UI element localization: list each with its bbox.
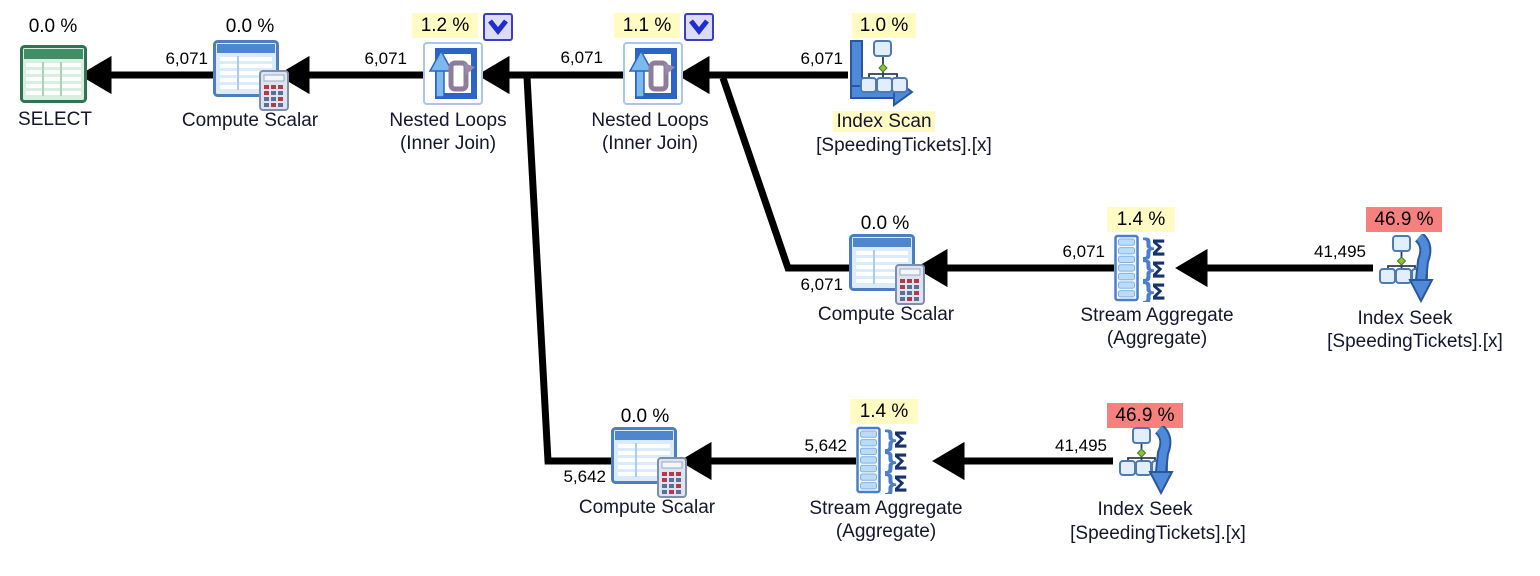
cost-percent: 0.0 %	[225, 16, 275, 37]
chevron-down-icon	[488, 19, 508, 36]
edge-rows-label: 5,642	[563, 467, 606, 486]
edge-rows-label: 41,495	[1314, 242, 1366, 261]
edge-compute-scalar-3-to-nested-loops-1[interactable]	[523, 76, 613, 465]
index-seek-icon[interactable]	[1112, 426, 1178, 498]
node-sublabel-aggregate: (Aggregate)	[835, 521, 937, 542]
edge-index-seek-2-to-stream-aggregate-2[interactable]	[932, 441, 1113, 481]
edge-rows-label: 6,071	[560, 48, 603, 67]
node-label-index-scan: Index Scan	[804, 111, 964, 133]
expand-dropdown-button[interactable]	[483, 13, 513, 41]
cost-percent: 0.0 %	[28, 16, 78, 37]
node-label-index-seek: Index Seek	[1097, 499, 1193, 520]
edge-rows-label: 6,071	[165, 49, 208, 68]
index-scan-icon[interactable]	[845, 38, 915, 108]
result-table-icon[interactable]	[20, 45, 87, 103]
node-label-compute-scalar: Compute Scalar	[578, 497, 716, 518]
edge-compute-scalar-2-to-nested-loops-2[interactable]	[719, 76, 851, 272]
node-sublabel-object: [SpeedingTickets].[x]	[1070, 523, 1246, 544]
edge-nested-loops-1-to-compute-scalar-1[interactable]	[277, 55, 423, 95]
node-sublabel-inner-join: (Inner Join)	[601, 133, 699, 154]
cost-percent: 0.0 %	[860, 213, 910, 234]
compute-scalar-icon[interactable]	[213, 40, 291, 112]
edge-stream-aggregate-1-to-compute-scalar-2[interactable]	[915, 248, 1114, 288]
nested-loops-icon[interactable]	[423, 42, 483, 105]
node-label-compute-scalar: Compute Scalar	[817, 304, 955, 325]
node-label-nested-loops: Nested Loops	[591, 110, 709, 131]
cost-percent: 1.4 %	[850, 399, 918, 424]
node-label-compute-scalar: Compute Scalar	[181, 110, 319, 131]
node-sublabel-aggregate: (Aggregate)	[1106, 328, 1208, 349]
edge-nested-loops-2-to-nested-loops-1[interactable]	[477, 55, 623, 95]
edge-compute-scalar-1-to-select[interactable]	[79, 55, 214, 95]
stream-aggregate-icon[interactable]	[1113, 234, 1175, 302]
cost-percent: 1.2 %	[412, 13, 478, 38]
edge-rows-label: 6,071	[1062, 242, 1105, 261]
compute-scalar-icon[interactable]	[611, 427, 689, 499]
edge-rows-label: 6,071	[800, 49, 843, 68]
index-seek-icon[interactable]	[1372, 234, 1438, 306]
cost-percent: 1.0 %	[852, 13, 916, 38]
stream-aggregate-icon[interactable]	[855, 426, 917, 494]
edge-index-seek-1-to-stream-aggregate-1[interactable]	[1175, 248, 1373, 288]
node-label-nested-loops: Nested Loops	[389, 110, 507, 131]
compute-scalar-icon[interactable]	[849, 234, 927, 306]
node-label-select: SELECT	[18, 109, 92, 130]
edge-rows-label: 41,495	[1055, 436, 1107, 455]
node-sublabel-inner-join: (Inner Join)	[399, 133, 497, 154]
cost-percent: 46.9 %	[1366, 207, 1442, 232]
cost-percent: 0.0 %	[620, 406, 670, 427]
edge-rows-label: 6,071	[800, 275, 843, 294]
cost-percent: 46.9 %	[1107, 403, 1183, 428]
edge-stream-aggregate-2-to-compute-scalar-3[interactable]	[679, 441, 856, 481]
expand-dropdown-button[interactable]	[684, 13, 714, 41]
node-label-index-seek: Index Seek	[1357, 308, 1453, 329]
node-label-stream-aggregate: Stream Aggregate	[1080, 305, 1234, 326]
chevron-down-icon	[689, 19, 709, 36]
edge-rows-label: 6,071	[364, 49, 407, 68]
node-sublabel-object: [SpeedingTickets].[x]	[1327, 331, 1503, 352]
cost-percent: 1.4 %	[1107, 207, 1175, 232]
node-sublabel-object: [SpeedingTickets].[x]	[816, 135, 992, 156]
cost-percent: 1.1 %	[614, 13, 680, 38]
node-label-stream-aggregate: Stream Aggregate	[809, 498, 963, 519]
highlighted-label: Index Scan	[833, 111, 935, 132]
edge-rows-label: 5,642	[804, 436, 847, 455]
edge-index-scan-to-nested-loops-2[interactable]	[677, 55, 848, 95]
nested-loops-icon[interactable]	[623, 42, 683, 105]
